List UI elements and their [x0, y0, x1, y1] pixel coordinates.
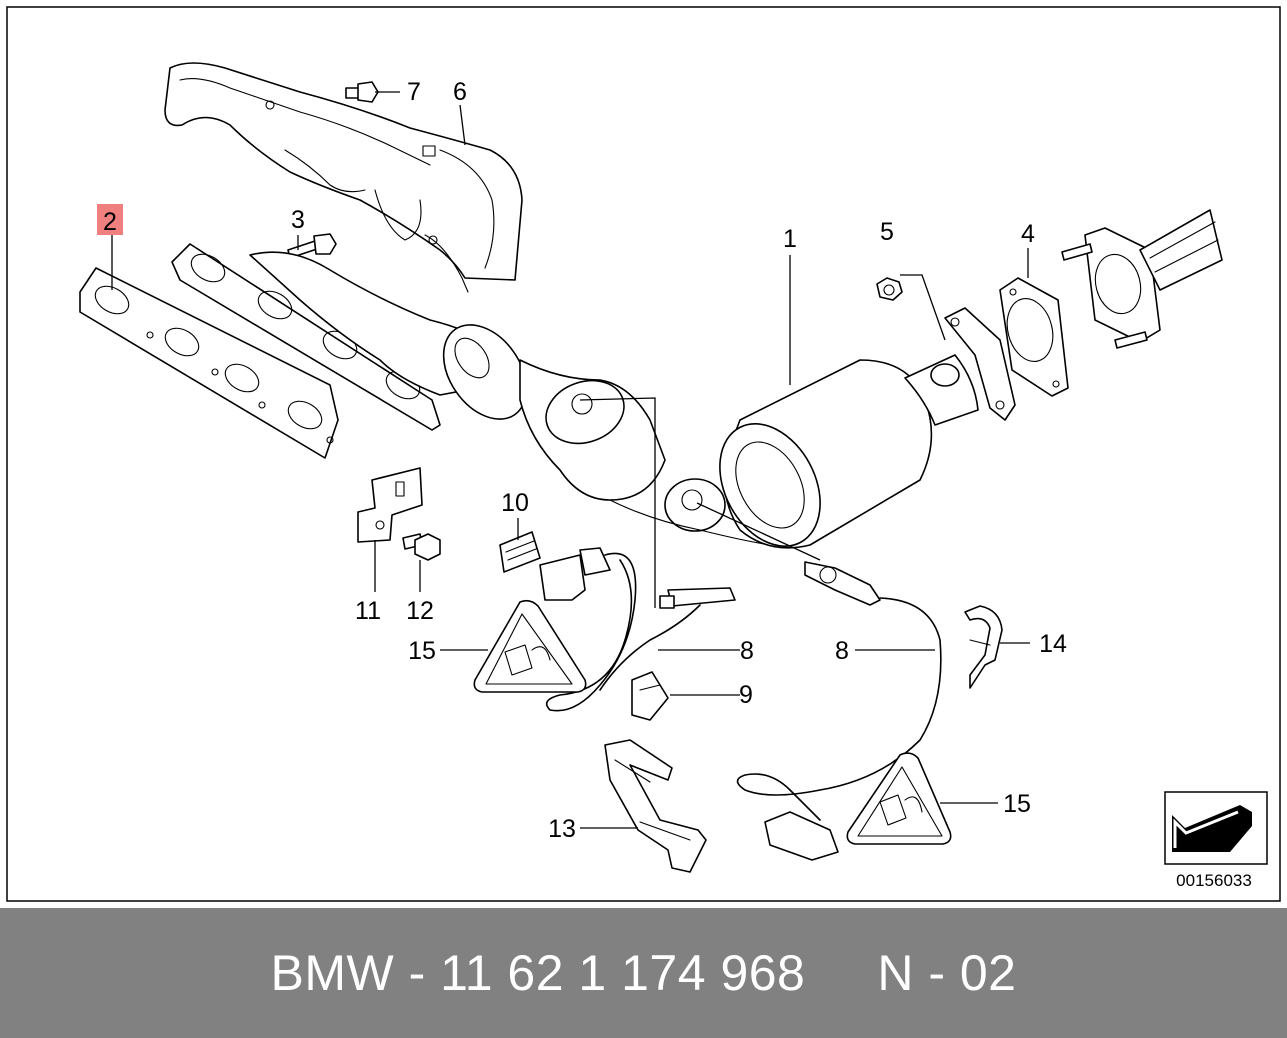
callout-2: 2: [103, 208, 117, 236]
clip-9-part: [631, 671, 669, 721]
reference-code: 00156033: [1176, 871, 1252, 890]
clip-10-part: [499, 531, 541, 573]
diagram-frame: [6, 6, 1281, 902]
exhaust-manifold-part: [171, 243, 771, 546]
direction-arrow-icon: [1172, 805, 1252, 852]
downpipe-flange-part: [1061, 209, 1223, 349]
callout-4: 4: [1021, 220, 1035, 248]
bolt-7-part: [345, 81, 379, 103]
callout-15a: 15: [408, 637, 436, 665]
callout-1: 1: [783, 225, 797, 253]
callout-2-highlight: [97, 204, 123, 235]
callout-5: 5: [880, 218, 894, 246]
warning-label-15b-part: [846, 752, 952, 845]
leader-lines: [111, 91, 1030, 829]
part-number-footer: BMW - 11 62 1 174 968 N - 02: [0, 908, 1287, 1038]
bracket-11-part: [357, 467, 423, 543]
callout-7: 7: [407, 78, 421, 106]
bracket-13-part: [604, 739, 707, 873]
nut-5-part: [876, 277, 903, 301]
callout-11: 11: [355, 597, 381, 625]
oxygen-sensor-8a-part: [539, 547, 736, 712]
bolt-12-part: [402, 533, 441, 561]
callout-8b: 8: [835, 637, 849, 665]
orientation-arrow-box: 00156033: [1164, 791, 1268, 890]
oxygen-sensor-8b-part: [736, 561, 942, 861]
parts-diagram: 1 2 3 4 5 6 7 8 8 9 10 11 12 13 14 15 15…: [6, 6, 1281, 902]
callout-15b: 15: [1003, 790, 1031, 818]
callout-9: 9: [739, 681, 753, 709]
callout-10: 10: [501, 489, 529, 517]
callout-14: 14: [1039, 630, 1067, 658]
callout-8a: 8: [740, 637, 754, 665]
callout-3: 3: [291, 206, 305, 234]
part-number-text: BMW - 11 62 1 174 968 N - 02: [270, 945, 1017, 1001]
callout-6: 6: [453, 78, 467, 106]
heat-shield-part: [164, 62, 523, 293]
warning-label-15a-part: [473, 599, 587, 693]
callout-12: 12: [406, 597, 434, 625]
clip-14-part: [964, 605, 1003, 689]
flange-gasket-part: [999, 277, 1069, 397]
outlet-flange-part: [944, 307, 1016, 421]
catalytic-converter-part: [719, 354, 979, 549]
exhaust-gasket-part: [79, 267, 339, 459]
callout-labels: 1 2 3 4 5 6 7 8 8 9 10 11 12 13 14 15 15: [103, 78, 1067, 843]
callout-13: 13: [548, 815, 576, 843]
